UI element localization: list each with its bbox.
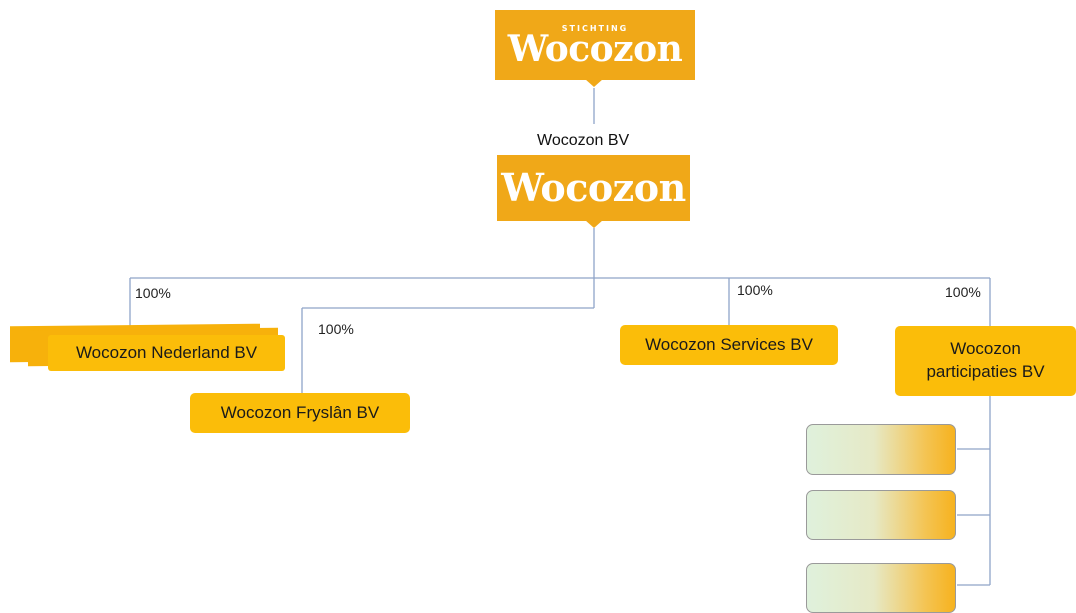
share-nederland: 100%: [135, 285, 171, 301]
participation-box: [806, 424, 956, 475]
participation-box: [806, 490, 956, 540]
share-participaties: 100%: [945, 284, 981, 300]
participaties-bv-box: Wocozon participaties BV: [895, 326, 1076, 396]
participation-box: [806, 563, 956, 613]
services-bv-box: Wocozon Services BV: [620, 325, 838, 365]
logo-wordmark: Wocozon: [507, 27, 683, 70]
share-fryslan: 100%: [318, 321, 354, 337]
wocozon-bv-logo: Wocozon: [497, 155, 690, 228]
holding-caption: Wocozon BV: [537, 132, 630, 149]
logo-wordmark: Wocozon: [501, 165, 686, 210]
participaties-label-line1: Wocozon: [950, 339, 1021, 359]
share-services: 100%: [737, 282, 773, 298]
stichting-wocozon-logo: STICHTING Wocozon: [495, 10, 695, 87]
nederland-bv-box: Wocozon Nederland BV: [48, 335, 285, 371]
participaties-label-line2: participaties BV: [926, 362, 1045, 381]
fryslan-bv-box: Wocozon Fryslân BV: [190, 393, 410, 433]
logo-subtitle: STICHTING: [561, 23, 629, 33]
